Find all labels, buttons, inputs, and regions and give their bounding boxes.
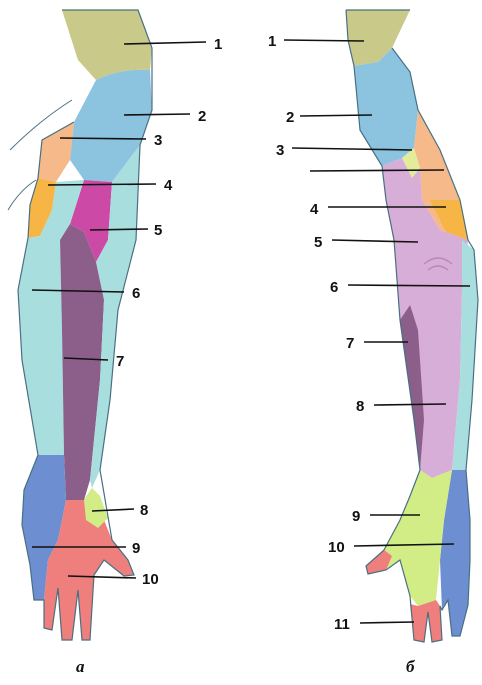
zone-b-11 <box>410 600 442 642</box>
label-b-9: 9 <box>352 508 360 525</box>
label-a-2: 2 <box>198 108 206 125</box>
label-b-4: 4 <box>310 201 319 218</box>
label-a-4: 4 <box>164 177 173 194</box>
label-a-9: 9 <box>132 540 140 557</box>
label-a-3: 3 <box>154 132 162 149</box>
zone-b-1 <box>346 10 410 66</box>
label-b-5: 5 <box>314 234 322 251</box>
label-b-11: 11 <box>334 616 350 633</box>
zone-a-1 <box>62 10 152 80</box>
label-b-2: 2 <box>286 109 294 126</box>
zone-b-2 <box>354 48 418 166</box>
zone-b-9 <box>366 470 452 606</box>
label-b-10: 10 <box>328 539 345 556</box>
label-a-1: 1 <box>214 36 222 53</box>
label-a-7: 7 <box>116 353 124 370</box>
zone-a-3 <box>38 122 74 182</box>
panel-label-b: б <box>406 657 416 676</box>
callout-labels-b: 1 2 3 4 5 6 7 8 9 10 11 <box>268 33 364 633</box>
label-b-7: 7 <box>346 335 354 352</box>
label-a-6: 6 <box>132 285 140 302</box>
label-a-5: 5 <box>154 222 162 239</box>
label-b-8: 8 <box>356 398 364 415</box>
arm-b <box>346 10 478 642</box>
label-a-8: 8 <box>140 502 148 519</box>
label-b-3: 3 <box>276 142 284 159</box>
label-b-1: 1 <box>268 33 276 50</box>
label-b-6: 6 <box>330 279 338 296</box>
panel-label-a: а <box>76 657 85 676</box>
arm-a <box>8 10 152 640</box>
label-a-10: 10 <box>142 571 159 588</box>
